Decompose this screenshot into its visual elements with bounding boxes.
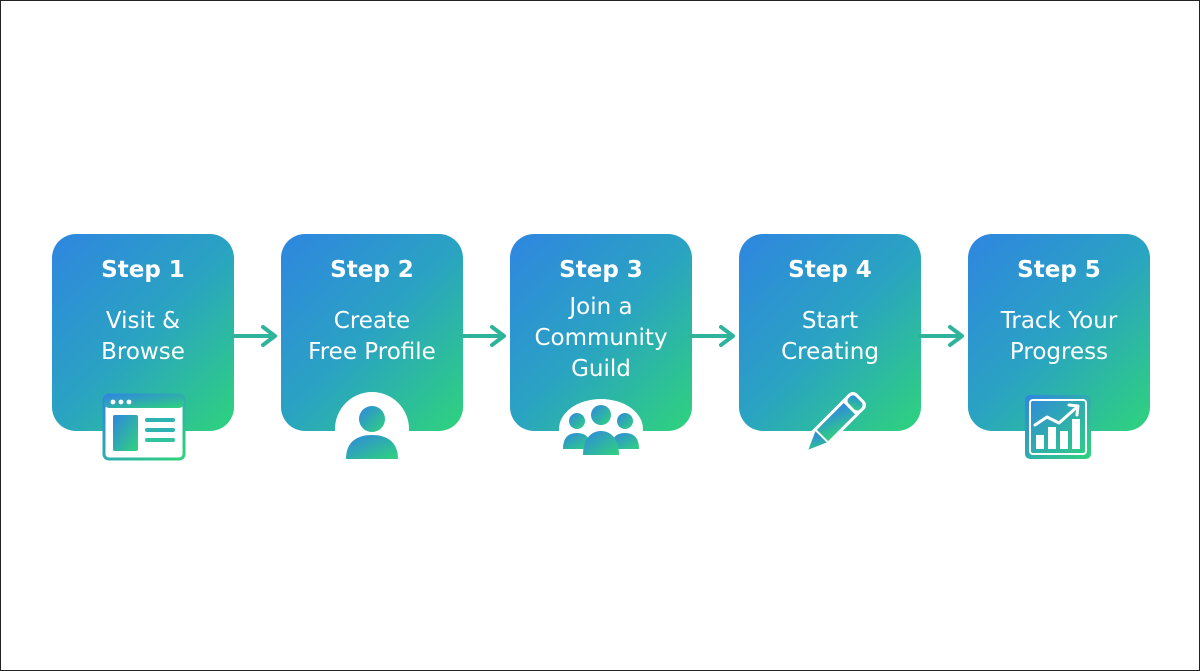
step-5-label: Track Your Progress bbox=[1000, 308, 1118, 365]
pencil-icon bbox=[808, 392, 866, 450]
arrow-right-icon bbox=[689, 325, 735, 347]
browser-window-icon bbox=[102, 393, 186, 461]
step-3-number: Step 3 bbox=[559, 257, 643, 283]
step-2-number: Step 2 bbox=[330, 257, 414, 283]
step-4-card: Step 4 Start Creating bbox=[739, 234, 921, 431]
step-4-label: Start Creating bbox=[781, 308, 879, 365]
arrow-right-icon bbox=[231, 325, 277, 347]
step-3-label: Join a Community Guild bbox=[534, 294, 668, 382]
community-group-icon bbox=[559, 399, 643, 459]
step-3-card: Step 3 Join a Community Guild bbox=[510, 234, 692, 431]
arrow-right-icon bbox=[460, 325, 506, 347]
arrow-right-icon bbox=[918, 325, 964, 347]
step-1-label: Visit & Browse bbox=[101, 308, 185, 365]
step-4-number: Step 4 bbox=[788, 257, 872, 283]
step-5-number: Step 5 bbox=[1017, 257, 1101, 283]
step-1-number: Step 1 bbox=[101, 257, 185, 283]
step-2-label: Create Free Profile bbox=[308, 308, 436, 365]
growth-chart-icon bbox=[1025, 395, 1091, 459]
user-profile-icon bbox=[335, 392, 409, 465]
